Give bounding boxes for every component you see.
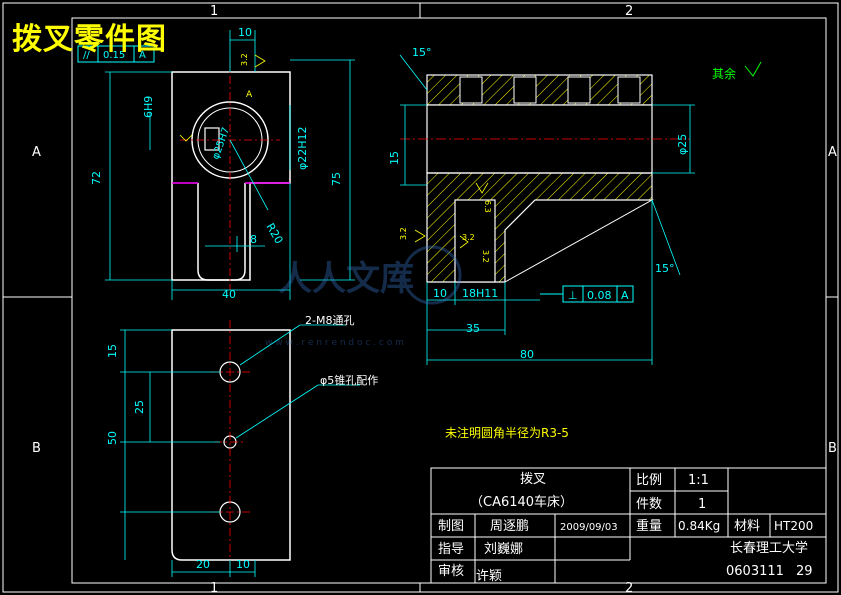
top-dim-25: 25 xyxy=(133,400,146,414)
sec-dim-18h11: 18H11 xyxy=(462,287,498,300)
rest-roughness: 其余 xyxy=(712,66,736,81)
tolerance-frame-top: // 0.15 A xyxy=(77,45,155,63)
dim-75: 75 xyxy=(330,172,343,186)
tb-material-label: 材料 xyxy=(734,519,760,534)
zone-right-a: A xyxy=(828,145,837,160)
zone-bottom-2: 2 xyxy=(625,581,633,595)
tb-qty-value: 1 xyxy=(698,497,706,512)
tb-guide-name: 刘巍娜 xyxy=(484,542,523,557)
tol-sym: ⊥ xyxy=(568,289,578,302)
zone-labels: 1 2 1 2 A B A B xyxy=(32,4,837,595)
front-view: 40 72 75 10 8 6H9 φ25H7 φ22H12 R20 3.2 A… xyxy=(77,26,355,301)
tol-top-ref: A xyxy=(139,50,146,61)
sec-dim-35: 35 xyxy=(466,322,480,335)
sec-dim-80: 80 xyxy=(520,348,534,361)
sec-dim-15: 15 xyxy=(388,151,401,165)
top-dim-50: 50 xyxy=(106,431,119,445)
zone-bottom-1: 1 xyxy=(210,581,218,595)
dim-6h9: 6H9 xyxy=(142,96,155,118)
title-block-text: 拨叉 （CA6140车床） 比例 1:1 件数 1 制图 周逐鹏 2009/09… xyxy=(438,472,813,584)
zone-right-b: B xyxy=(828,441,837,456)
top-view: 15 25 50 20 10 2-M8通孔 φ5锥孔配作 xyxy=(106,314,378,577)
tb-drawn-label: 制图 xyxy=(438,519,464,534)
dim-22h12: φ22H12 xyxy=(296,126,309,170)
tb-code: 0603111 xyxy=(726,564,784,579)
section-view: 10 18H11 35 80 15 φ25 15° 15° 6.3 3.2 3.… xyxy=(388,46,762,365)
tb-drawn-name: 周逐鹏 xyxy=(490,519,529,534)
sec-dim-phi25: φ25 xyxy=(676,134,689,155)
top-dim-15: 15 xyxy=(106,344,119,358)
rough-32-a: 3.2 xyxy=(240,53,249,66)
holes-callout: 2-M8通孔 xyxy=(305,314,354,327)
watermark: 人人文库 w w w . r e n r e n d o c . c o m xyxy=(265,245,462,348)
tb-review-name: 许颖 xyxy=(476,569,502,584)
zone-left-b: B xyxy=(32,441,41,456)
tb-material-value: HT200 xyxy=(774,519,813,533)
tol-top-val: 0.15 xyxy=(103,50,125,61)
tol-top-sym: // xyxy=(83,50,90,61)
rough-63: 6.3 xyxy=(483,200,492,213)
tol-ref: A xyxy=(621,289,629,302)
angle-15-top: 15° xyxy=(412,46,432,59)
dim-8: 8 xyxy=(250,233,257,246)
tb-review-label: 审核 xyxy=(438,564,464,579)
datum-a-label: A xyxy=(246,90,253,100)
tb-weight-label: 重量 xyxy=(636,518,662,534)
pin-callout: φ5锥孔配作 xyxy=(320,374,378,387)
tb-code-no: 29 xyxy=(796,564,813,579)
top-dim-20: 20 xyxy=(196,558,210,571)
tb-drawn-date: 2009/09/03 xyxy=(560,522,618,533)
angle-15-right: 15° xyxy=(655,262,675,275)
tb-scale-label: 比例 xyxy=(636,473,662,488)
fillet-note: 未注明圆角半径为R3-5 xyxy=(445,425,569,440)
dim-40: 40 xyxy=(222,288,236,301)
rough-32-b: 3.2 xyxy=(399,227,408,240)
dim-72: 72 xyxy=(90,171,103,185)
rough-32-d: 3.2 xyxy=(481,250,490,263)
watermark-url: w w w . r e n r e n d o c . c o m xyxy=(265,338,404,348)
zone-left-a: A xyxy=(32,145,41,160)
tb-qty-label: 件数 xyxy=(636,497,662,512)
sec-dim-10: 10 xyxy=(433,287,447,300)
rough-32-c: 3.2 xyxy=(462,233,475,242)
tb-school: 长春理工大学 xyxy=(730,540,808,556)
title-block xyxy=(430,467,827,584)
top-dim-10: 10 xyxy=(236,558,250,571)
dim-10-top: 10 xyxy=(238,26,252,39)
tb-machine: （CA6140车床） xyxy=(470,494,573,510)
zone-top-2: 2 xyxy=(625,4,633,19)
tol-val: 0.08 xyxy=(587,289,612,302)
tolerance-frame: ⊥ 0.08 A xyxy=(540,285,634,303)
tb-part-name: 拨叉 xyxy=(520,472,546,487)
tb-guide-label: 指导 xyxy=(438,542,464,557)
tb-scale-value: 1:1 xyxy=(688,473,709,488)
watermark-text: 人人文库 xyxy=(278,259,414,299)
drawing-title: 拨叉零件图 xyxy=(12,22,167,57)
tb-weight-value: 0.84Kg xyxy=(678,519,720,533)
zone-top-1: 1 xyxy=(210,4,218,19)
